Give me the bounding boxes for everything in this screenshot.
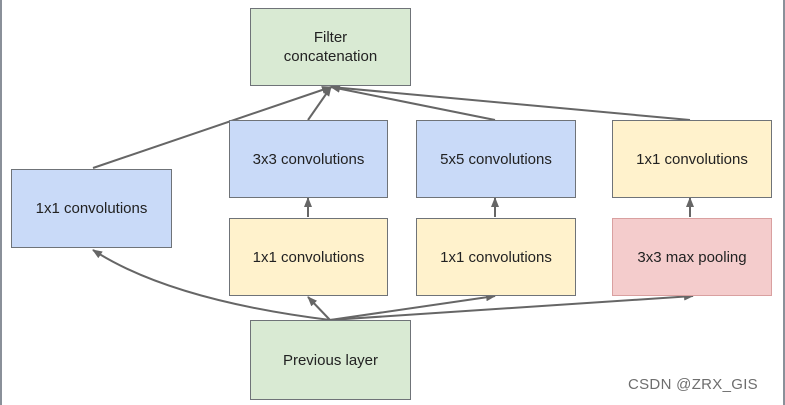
conv5x5-label: 5x5 convolutions — [440, 150, 552, 168]
arrow-conv3-to-filter-concat — [307, 86, 332, 121]
conv1x1-top-right-node: 1x1 convolutions — [612, 120, 772, 198]
max-pooling-node: 3x3 max pooling — [612, 218, 772, 296]
conv3x3-label: 3x3 convolutions — [252, 150, 365, 168]
filter-concatenation-label: Filter concatenation — [283, 29, 378, 65]
right-frame-border — [783, 0, 785, 405]
conv1x1-reduce-3x3-label: 1x1 convolutions — [252, 248, 365, 266]
conv1x1-reduce-3x3-node: 1x1 convolutions — [229, 218, 388, 296]
previous-layer-label: Previous layer — [282, 351, 379, 369]
conv3x3-node: 3x3 convolutions — [229, 120, 388, 198]
arrow-previous-layer-to-conv1-reduce-3 — [307, 296, 331, 321]
conv1x1-left-node: 1x1 convolutions — [11, 169, 172, 248]
conv1x1-top-right-label: 1x1 convolutions — [636, 150, 748, 168]
arrow-previous-layer-to-maxpool — [329, 292, 694, 321]
arrow-conv1-top-right-to-filter-concat — [330, 83, 691, 121]
arrow-previous-layer-to-conv1-left — [92, 249, 331, 321]
max-pooling-label: 3x3 max pooling — [637, 248, 747, 266]
conv1x1-reduce-5x5-node: 1x1 convolutions — [416, 218, 576, 296]
conv1x1-reduce-5x5-label: 1x1 convolutions — [440, 248, 552, 266]
previous-layer-node: Previous layer — [250, 320, 411, 400]
conv1x1-left-label: 1x1 convolutions — [35, 200, 148, 217]
conv5x5-node: 5x5 convolutions — [416, 120, 576, 198]
watermark-text: CSDN @ZRX_GIS — [628, 376, 758, 393]
arrow-conv1-left-to-filter-concat — [92, 86, 332, 169]
left-frame-border — [0, 0, 2, 405]
arrow-conv5-to-filter-concat — [330, 84, 496, 121]
filter-concatenation-node: Filter concatenation — [250, 8, 411, 86]
arrow-previous-layer-to-conv1-reduce-5 — [329, 293, 496, 321]
